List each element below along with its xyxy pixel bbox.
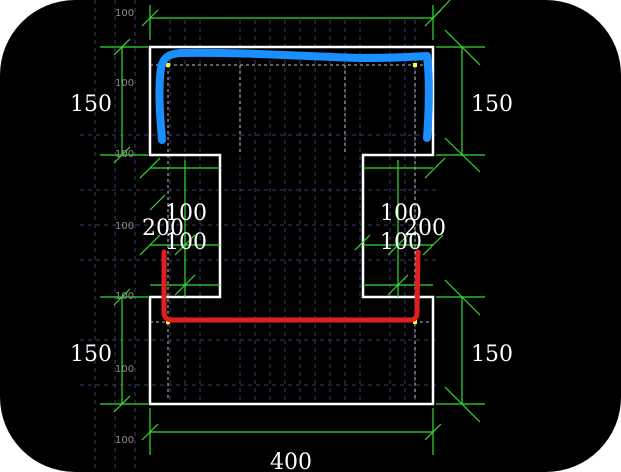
dimension-lines — [100, 0, 485, 455]
small-label: 100 — [115, 435, 134, 446]
dim-top-right: 150 — [471, 92, 513, 117]
dim-web-right-100-upper: 100 — [380, 201, 422, 226]
dim-bottom-left: 150 — [70, 342, 112, 367]
dim-web-left-100-lower: 100 — [165, 230, 207, 255]
dim-web-left-100-upper: 100 — [165, 201, 207, 226]
dim-bottom-width: 400 — [270, 450, 312, 472]
small-label: 100 — [115, 364, 134, 375]
small-labels: 100 100 100 100 100 100 100 — [115, 8, 134, 446]
bottom-reinforcement-stroke — [161, 249, 421, 323]
dim-web-right-100-lower: 100 — [380, 230, 422, 255]
small-label: 100 — [115, 221, 134, 232]
dim-web-right-200: 200 — [404, 216, 446, 241]
small-label: 100 — [115, 291, 134, 302]
small-label: 100 — [115, 149, 134, 160]
small-label: 100 — [115, 78, 134, 89]
dim-web-left-200: 200 — [142, 216, 184, 241]
grid-lines — [80, 0, 440, 472]
dim-top-left: 150 — [70, 92, 112, 117]
dim-bottom-right: 150 — [471, 342, 513, 367]
small-label: 100 — [115, 8, 134, 19]
top-reinforcement-stroke — [155, 48, 433, 144]
section-outline — [148, 45, 435, 406]
